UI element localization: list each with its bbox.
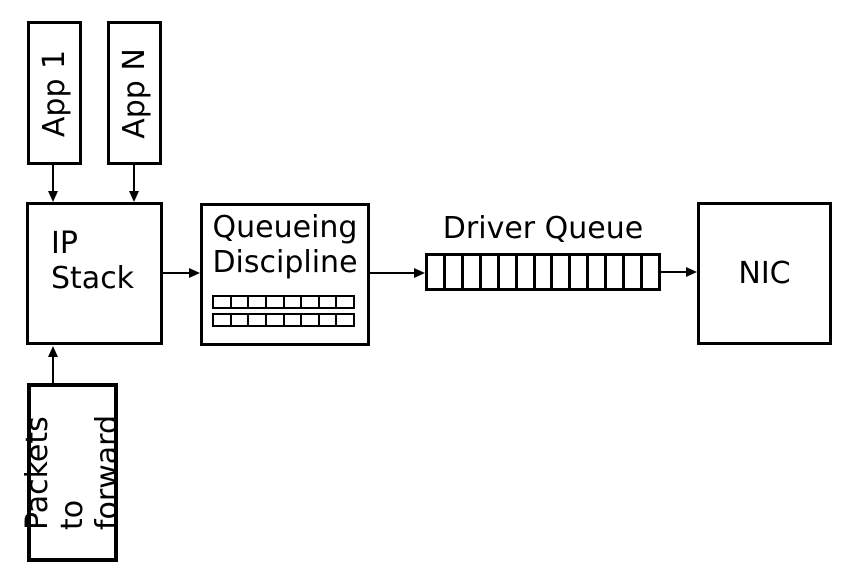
queue-cell: [478, 256, 497, 288]
queue-cell: [264, 315, 283, 325]
queue-cell: [229, 297, 248, 307]
box-packets-to-forward: Packets to forward: [20, 383, 125, 562]
queue-cell: [282, 315, 301, 325]
queue-cell: [282, 297, 301, 307]
queue-cell: [532, 256, 551, 288]
queue-cell: [335, 315, 353, 325]
queue-cell: [496, 256, 515, 288]
arrow-head-right-icon: [686, 267, 697, 277]
box-app-1: App 1: [27, 21, 82, 165]
box-app-n-label: App N: [117, 47, 152, 139]
box-app-1-label: App 1: [37, 49, 73, 137]
arrow-head-right-icon: [414, 268, 425, 278]
driver-queue-label: Driver Queue: [442, 211, 644, 246]
arrow-line: [370, 272, 415, 274]
queue-cell: [428, 256, 443, 288]
arrow-line: [133, 165, 135, 192]
arrow-line: [661, 271, 687, 273]
queue-cell: [586, 256, 604, 288]
arrow-line: [163, 272, 190, 274]
box-nic-label: NIC: [738, 256, 791, 291]
queue-cell: [229, 315, 248, 325]
queue-cell: [568, 256, 586, 288]
queue-cell: [550, 256, 568, 288]
queue-cell: [214, 297, 230, 307]
queue-cell: [214, 315, 230, 325]
queue-cell: [317, 297, 336, 307]
queue-cell: [247, 297, 265, 307]
arrow-head-up-icon: [48, 346, 58, 357]
box-queueing-discipline-label: Queueing Discipline: [212, 210, 358, 280]
queue-cell: [640, 256, 658, 288]
queue-cell: [604, 256, 622, 288]
queue-cell: [335, 297, 353, 307]
box-ip-stack-label: IP Stack: [51, 226, 135, 296]
box-ip-stack: [26, 202, 163, 345]
arrow-line: [52, 356, 54, 383]
arrow-head-down-icon: [129, 191, 139, 202]
queue-cell: [300, 297, 318, 307]
driver-queue-strip: [425, 253, 661, 291]
queue-cell: [622, 256, 640, 288]
queue-cell: [300, 315, 318, 325]
queue-cell: [264, 297, 283, 307]
queue-cell: [317, 315, 336, 325]
box-nic: NIC: [697, 202, 832, 345]
queue-cell: [247, 315, 265, 325]
qdisc-queue-row: [212, 295, 355, 309]
arrow-head-right-icon: [189, 268, 200, 278]
arrow-head-down-icon: [48, 191, 58, 202]
box-packets-to-forward-label: Packets to forward: [20, 414, 125, 531]
box-app-n: App N: [107, 21, 162, 165]
queue-cell: [442, 256, 461, 288]
queue-cell: [514, 256, 533, 288]
qdisc-queue-row: [212, 313, 355, 327]
queue-cell: [460, 256, 479, 288]
arrow-line: [52, 165, 54, 192]
